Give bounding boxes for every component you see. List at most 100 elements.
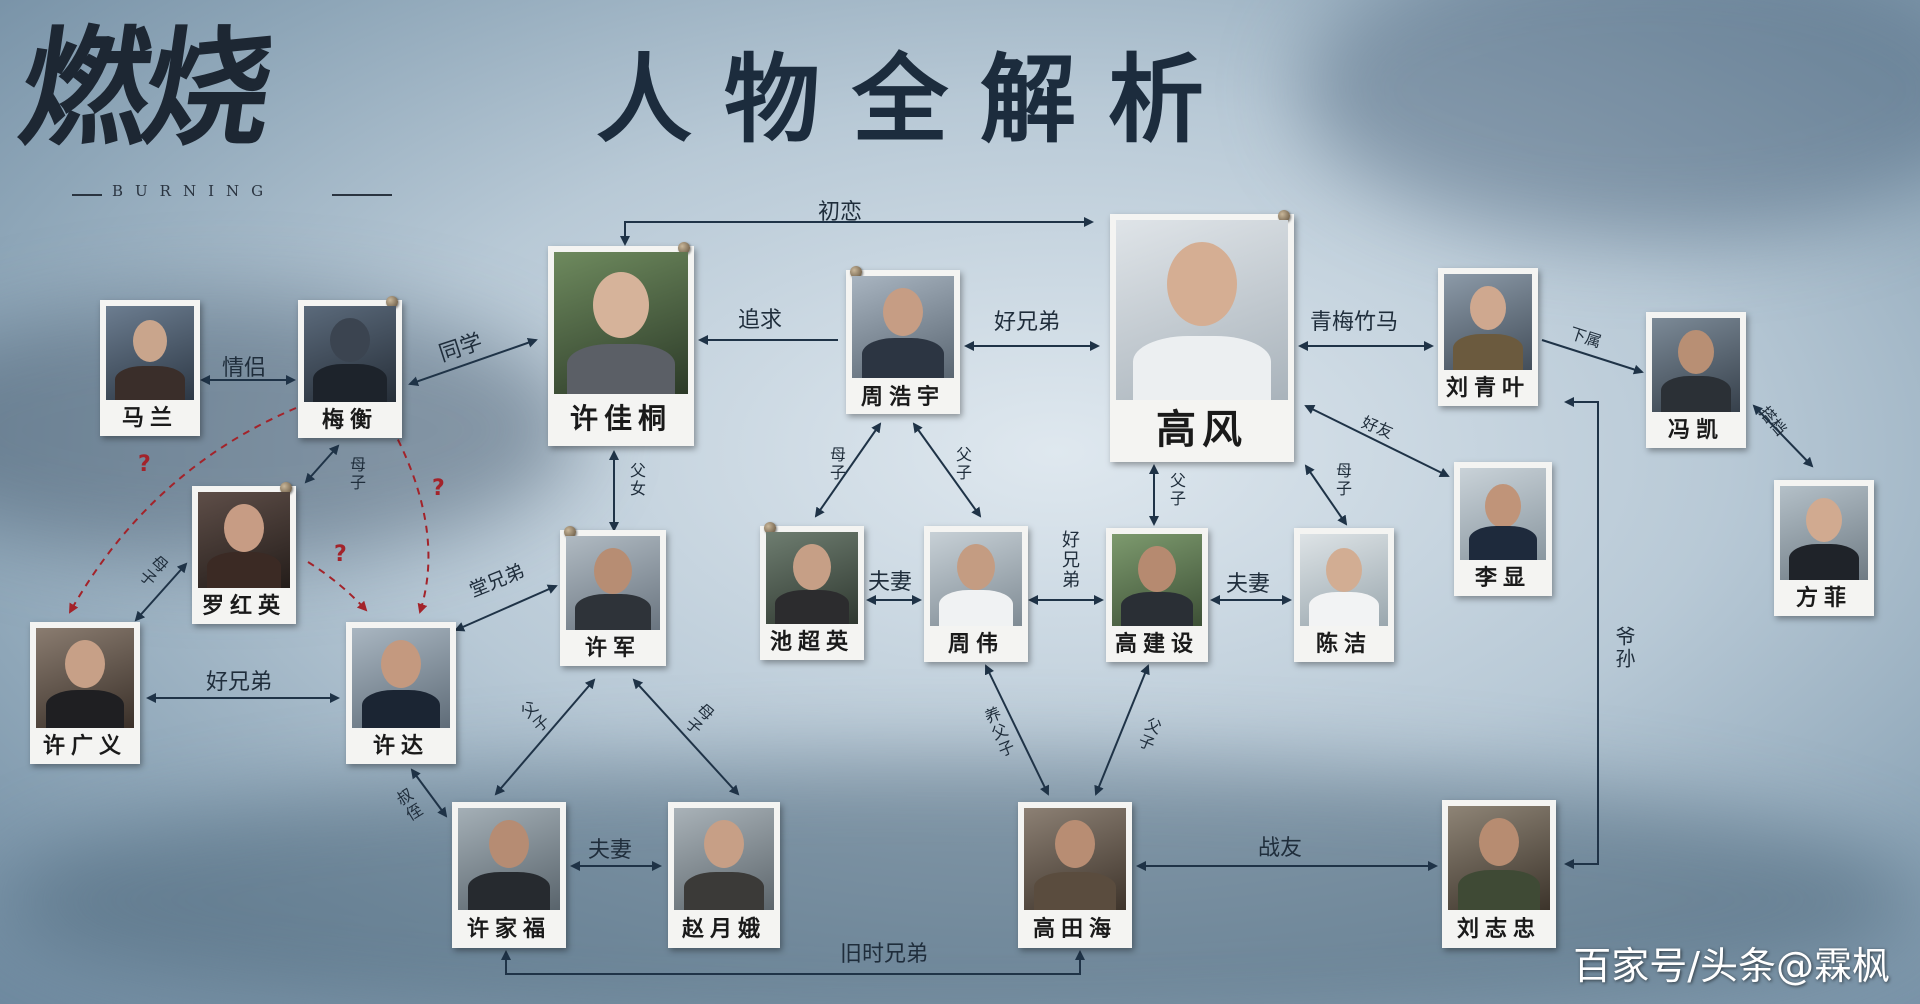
character-name: 许广义 [42, 733, 127, 759]
line-yangfuzi [984, 664, 1050, 796]
line-dashed-c [307, 561, 368, 612]
line-jiushixiongdi [501, 950, 1085, 975]
card-zhou-wei: 周伟 [924, 526, 1028, 662]
line-dashed-b [391, 427, 430, 614]
portrait [554, 252, 688, 394]
character-name: 刘志忠 [1456, 916, 1541, 942]
logo-rule [72, 194, 102, 196]
rel-label-haoxiongdi-top: 好兄弟 [994, 310, 1061, 335]
character-name: 赵月娥 [681, 916, 766, 942]
portrait [36, 628, 134, 728]
question-mark: ? [432, 476, 445, 501]
line-dadang [1752, 404, 1814, 468]
card-li-xian: 李显 [1454, 462, 1552, 596]
character-name: 高田海 [1032, 916, 1117, 942]
line-fuzi-zhou [912, 422, 982, 518]
character-name: 高风 [1156, 406, 1248, 453]
portrait [674, 808, 774, 910]
rel-label-yesun: 爷孙 [1612, 626, 1636, 670]
character-name: 冯凯 [1667, 417, 1724, 443]
line-dashed-a [69, 407, 297, 614]
portrait [930, 532, 1022, 626]
rel-label-fuqi-gao: 夫妻 [1226, 572, 1271, 597]
card-gao-jianshe: 高建设 [1106, 528, 1208, 662]
card-zhou-haoyu: 周浩宇 [846, 266, 960, 414]
portrait [1460, 468, 1546, 560]
portrait [566, 536, 660, 630]
rel-label-zhuiqiu: 追求 [738, 308, 783, 333]
character-name: 李显 [1474, 565, 1531, 591]
portrait [304, 306, 396, 402]
card-liu-zhizhong: 刘志忠 [1442, 800, 1556, 948]
portrait [1444, 274, 1532, 370]
line-tangxiongdi [454, 584, 558, 632]
line-muzi-zhou [814, 422, 882, 518]
card-chen-jie: 陈洁 [1294, 528, 1394, 662]
rel-label-zhanyou: 战友 [1258, 836, 1303, 861]
card-gao-tianhai: 高田海 [1018, 802, 1132, 948]
character-name: 梅衡 [321, 407, 378, 433]
portrait [1116, 220, 1288, 400]
line-tongxue [408, 337, 538, 387]
portrait [458, 808, 560, 910]
line-fuzi-tianhai [1094, 664, 1150, 796]
character-name: 许家福 [466, 916, 551, 942]
rel-label-fuzi-zhou: 父子 [953, 446, 972, 482]
character-name: 许军 [584, 635, 641, 661]
card-gao-feng: 高风 [1110, 210, 1294, 462]
portrait [1780, 486, 1868, 580]
portrait [1024, 808, 1126, 910]
character-name: 高建设 [1114, 631, 1199, 657]
source-watermark: 百家号/头条@霖枫 [1573, 944, 1890, 988]
character-name: 马兰 [121, 405, 178, 431]
card-zhao-yuee: 赵月娥 [668, 802, 780, 948]
rel-label-chulian: 初恋 [818, 200, 863, 225]
page-title: 人物全解析 [596, 44, 1236, 156]
rel-label-haoxiongdi-mid: 好兄弟 [1059, 530, 1080, 590]
character-name: 周浩宇 [860, 384, 945, 410]
line-muzi-mei [304, 444, 340, 484]
character-name: 陈洁 [1315, 631, 1372, 657]
portrait [1652, 318, 1740, 412]
card-xu-jiatong: 许佳桐 [548, 242, 694, 446]
rel-label-muzi-mei: 母子 [347, 456, 366, 492]
line-shuzhi [410, 768, 448, 818]
show-logo: 燃烧 BURNING [11, 14, 402, 200]
character-name: 池超英 [769, 629, 854, 655]
portrait [766, 532, 858, 624]
rel-label-muzi-zhou: 母子 [827, 446, 846, 482]
portrait [1448, 806, 1550, 910]
line-muzi-zhao [632, 678, 740, 796]
card-luo-hongying: 罗红英 [192, 482, 296, 624]
line-xiashu [1541, 339, 1644, 375]
portrait [106, 306, 194, 400]
line-yesun [1564, 397, 1599, 869]
character-name: 周伟 [947, 631, 1004, 657]
card-liu-qingye: 刘青叶 [1438, 268, 1538, 406]
logo-rule [332, 194, 392, 196]
card-xu-jiafu: 许家福 [452, 802, 566, 948]
character-name: 方菲 [1795, 585, 1852, 611]
character-name: 刘青叶 [1445, 375, 1530, 401]
card-feng-kai: 冯凯 [1646, 312, 1746, 448]
rel-label-muzi-gao: 母子 [1333, 462, 1352, 498]
character-name: 许达 [372, 733, 429, 759]
card-ma-lan: 马兰 [100, 300, 200, 436]
line-fuzi-jiafu [494, 678, 596, 796]
portrait [1300, 534, 1388, 626]
character-name: 罗红英 [201, 593, 286, 619]
card-mei-heng: 梅衡 [298, 296, 402, 438]
rel-label-jiushixiongdi: 旧时兄弟 [840, 942, 929, 967]
portrait [198, 492, 290, 588]
rel-label-fuqi-low: 夫妻 [588, 838, 633, 863]
portrait [1112, 534, 1202, 626]
rel-label-qinglv: 情侣 [222, 356, 267, 381]
rel-label-fuzi-xu: 父女 [627, 462, 646, 498]
question-mark: ? [334, 542, 347, 567]
line-chulian [620, 217, 1094, 246]
line-nvzi [134, 562, 188, 622]
logo-subtitle: BURNING [112, 182, 276, 200]
portrait [352, 628, 450, 728]
rel-label-haoxiongdi-low: 好兄弟 [206, 670, 273, 695]
